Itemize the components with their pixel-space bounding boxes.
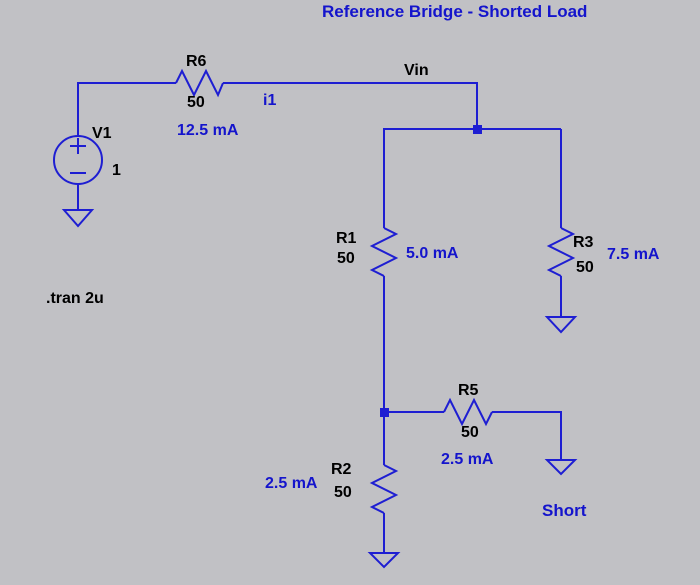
component-value-r1[interactable]: 50 bbox=[337, 250, 355, 267]
current-label-r6[interactable]: 12.5 mA bbox=[177, 122, 239, 139]
current-label-r1[interactable]: 5.0 mA bbox=[406, 245, 459, 262]
ground-symbol-r2[interactable] bbox=[367, 552, 401, 569]
wire-v1-to-r6[interactable] bbox=[77, 82, 176, 136]
directive-text[interactable]: .tran 2u bbox=[46, 290, 104, 307]
current-label-r2[interactable]: 2.5 mA bbox=[265, 475, 318, 492]
resistor-r3[interactable] bbox=[546, 227, 576, 277]
resistor-r6[interactable] bbox=[175, 68, 224, 98]
component-value-r2[interactable]: 50 bbox=[334, 484, 352, 501]
component-name-r2[interactable]: R2 bbox=[331, 461, 352, 478]
component-value-r6[interactable]: 50 bbox=[187, 94, 205, 111]
current-annotation-i1[interactable]: i1 bbox=[263, 92, 277, 109]
component-name-r6[interactable]: R6 bbox=[186, 53, 207, 70]
resistor-r1[interactable] bbox=[369, 227, 399, 277]
wire-r6-to-vin-corner[interactable] bbox=[223, 82, 478, 129]
resistor-r5[interactable] bbox=[443, 397, 493, 427]
junction-dot-vin bbox=[473, 125, 482, 134]
component-value-v1[interactable]: 1 bbox=[112, 162, 121, 179]
component-value-r5[interactable]: 50 bbox=[461, 424, 479, 441]
ground-symbol-v1[interactable] bbox=[61, 209, 95, 228]
component-value-r3[interactable]: 50 bbox=[576, 259, 594, 276]
current-label-r3[interactable]: 7.5 mA bbox=[607, 246, 660, 263]
annotation-short[interactable]: Short bbox=[542, 501, 587, 520]
component-name-r5[interactable]: R5 bbox=[458, 382, 479, 399]
net-label-vin[interactable]: Vin bbox=[404, 62, 429, 79]
voltage-source-v1[interactable] bbox=[53, 135, 103, 185]
schematic-title[interactable]: Reference Bridge - Shorted Load bbox=[322, 2, 588, 21]
component-name-v1[interactable]: V1 bbox=[92, 125, 112, 142]
wire-r5-to-ground[interactable] bbox=[492, 411, 562, 460]
component-name-r1[interactable]: R1 bbox=[336, 230, 357, 247]
plus-sign-icon bbox=[70, 138, 86, 154]
ground-symbol-r3[interactable] bbox=[544, 316, 578, 334]
ground-symbol-r5[interactable] bbox=[544, 459, 578, 476]
resistor-r2[interactable] bbox=[369, 464, 399, 514]
component-name-r3[interactable]: R3 bbox=[573, 234, 594, 251]
current-label-r5[interactable]: 2.5 mA bbox=[441, 451, 494, 468]
junction-dot-bridge bbox=[380, 408, 389, 417]
